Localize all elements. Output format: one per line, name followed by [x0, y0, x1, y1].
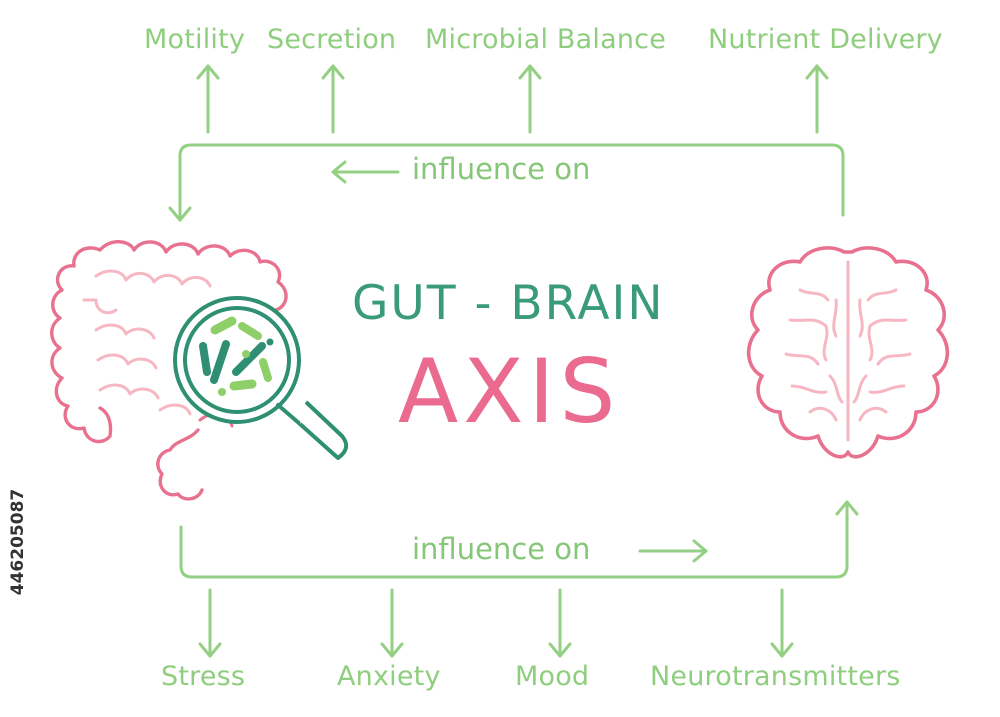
bacteria-icon — [199, 316, 274, 396]
bottom-loop-arrow — [179, 500, 859, 579]
influence-top-label: influence on — [412, 152, 591, 186]
label-stress: Stress — [161, 661, 246, 692]
label-nutrient-delivery: Nutrient Delivery — [708, 24, 943, 55]
label-motility: Motility — [144, 24, 246, 55]
top-loop-arrow — [168, 143, 845, 222]
label-secretion: Secretion — [267, 24, 397, 55]
top-output-arrows — [196, 64, 829, 134]
label-anxiety: Anxiety — [337, 661, 441, 692]
label-mood: Mood — [515, 661, 590, 692]
magnifier-icon — [173, 296, 349, 460]
title-axis: AXIS — [398, 340, 621, 443]
bottom-output-arrows — [198, 588, 794, 658]
stock-id: 446205087 — [8, 488, 28, 596]
influence-bottom-label: influence on — [412, 532, 591, 566]
brain-icon — [746, 246, 950, 459]
label-microbial-balance: Microbial Balance — [425, 24, 667, 55]
title-gut-brain: GUT - BRAIN — [352, 276, 665, 331]
label-neurotransmitters: Neurotransmitters — [650, 661, 901, 692]
